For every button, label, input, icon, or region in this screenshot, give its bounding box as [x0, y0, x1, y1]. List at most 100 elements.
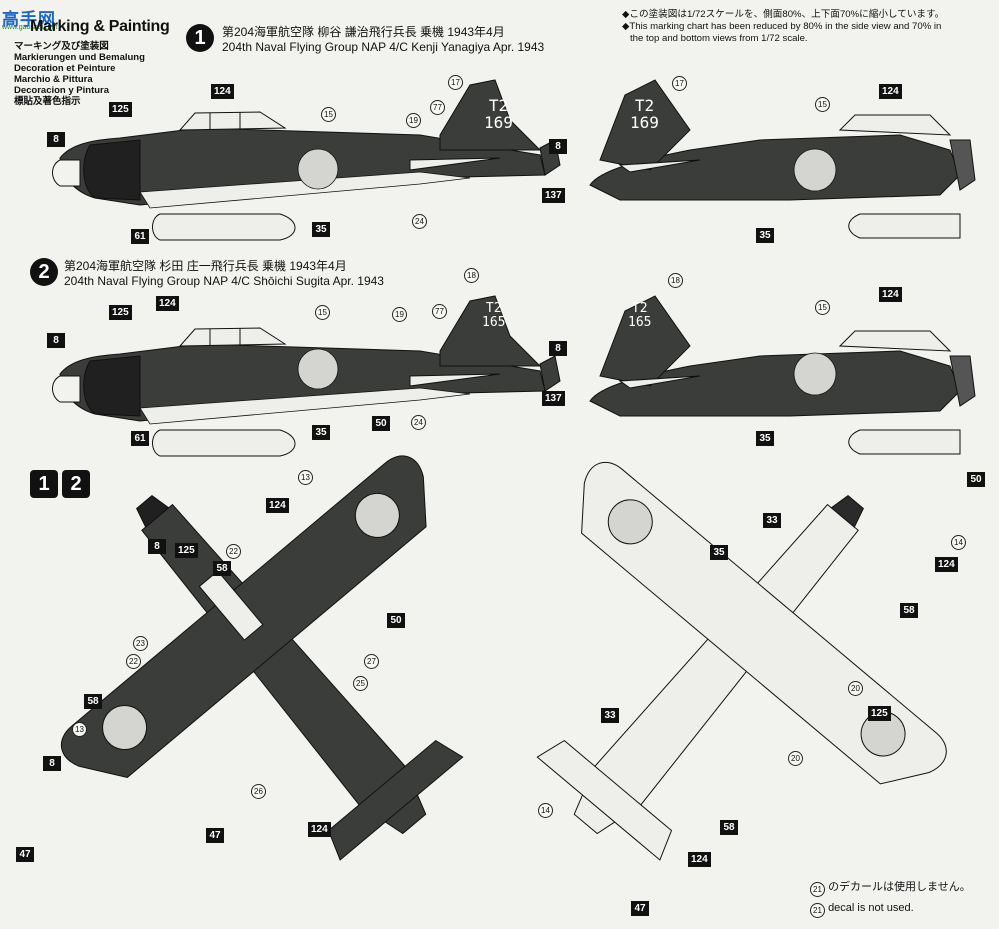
tail-code-line: T2 [634, 96, 655, 115]
decal-27: 27 [364, 654, 379, 669]
page-title: Marking & Painting [30, 18, 170, 35]
callout-125: 125 [868, 706, 891, 721]
callout-124: 124 [935, 557, 958, 572]
decal-22: 22 [126, 654, 141, 669]
decal-13: 13 [298, 470, 313, 485]
tail-code-line: T2 [485, 301, 502, 316]
tail-code-line: 169 [484, 113, 513, 132]
scheme-1-badge: 1 [186, 24, 214, 52]
callout-124: 124 [688, 852, 711, 867]
scheme-1-tail-code-left: T2 169 [484, 97, 513, 131]
callout-8: 8 [47, 333, 65, 348]
scheme-1-left-side-view [52, 79, 561, 241]
callout-47: 47 [206, 828, 224, 843]
callout-47: 47 [631, 901, 649, 916]
scheme-2-tail-code-right: T2 165 [628, 302, 651, 330]
decal-19: 19 [406, 113, 421, 128]
decal-19: 19 [392, 307, 407, 322]
scale-notes: ◆この塗装図は1/72スケールを、側面80%、上下面70%に縮小しています。 ◆… [622, 9, 944, 45]
footnote-en: 21 decal is not used. [810, 900, 914, 918]
decal-21: 21 [810, 882, 825, 897]
callout-50: 50 [372, 416, 390, 431]
decal-77: 77 [432, 304, 447, 319]
scheme-2-left-side-view [52, 295, 561, 457]
language-item: Decoracion y Pintura [14, 85, 110, 96]
callout-8: 8 [43, 756, 61, 771]
decal-15: 15 [815, 300, 830, 315]
decal-15: 15 [815, 97, 830, 112]
decal-22: 22 [226, 544, 241, 559]
callout-125: 125 [175, 543, 198, 558]
scheme-2-right-side-view [589, 295, 976, 455]
scheme-2-title-en: 204th Naval Flying Group NAP 4/C Shōichi… [64, 274, 384, 288]
callout-8: 8 [148, 539, 166, 554]
decal-26: 26 [251, 784, 266, 799]
callout-35: 35 [710, 545, 728, 560]
top-view [61, 455, 464, 861]
plan-badge-2: 2 [62, 470, 90, 498]
scheme-1-title-en: 204th Naval Flying Group NAP 4/C Kenji Y… [222, 40, 545, 54]
scheme-2-tail-code-left: T2 165 [482, 302, 505, 330]
callout-8: 8 [549, 341, 567, 356]
callout-35: 35 [756, 431, 774, 446]
tail-code-line: T2 [488, 96, 509, 115]
callout-124: 124 [879, 84, 902, 99]
bottom-view [536, 461, 947, 861]
decal-25: 25 [353, 676, 368, 691]
callout-58: 58 [84, 694, 102, 709]
scheme-2-title-jp: 第204海軍航空隊 杉田 庄一飛行兵長 乗機 1943年4月 [64, 259, 347, 273]
callout-35: 35 [312, 425, 330, 440]
decal-15: 15 [321, 107, 336, 122]
decal-23: 23 [133, 636, 148, 651]
watermark-url: www.gaoshou.net [2, 24, 58, 31]
watermark-logo: 高手网 [2, 10, 56, 29]
language-item: Markierungen und Bemalung [14, 52, 145, 63]
callout-50: 50 [387, 613, 405, 628]
callout-58: 58 [900, 603, 918, 618]
callout-50: 50 [967, 472, 985, 487]
decal-18: 18 [464, 268, 479, 283]
tail-code-line: 165 [628, 315, 652, 330]
language-item: マーキング及び塗装図 [14, 41, 109, 52]
scheme-1-tail-code-right: T2 169 [630, 97, 659, 131]
decal-15: 15 [315, 305, 330, 320]
language-item: 標貼及著色指示 [14, 96, 81, 107]
decal-24: 24 [412, 214, 427, 229]
scheme-2-badge: 2 [30, 258, 58, 286]
note-en: ◆This marking chart has been reduced by … [622, 21, 942, 32]
callout-137: 137 [542, 391, 565, 406]
footnote-jp: 21 のデカールは使用しません。 [810, 879, 971, 897]
callout-125: 125 [109, 305, 132, 320]
decal-17: 17 [448, 75, 463, 90]
callout-8: 8 [549, 139, 567, 154]
callout-33: 33 [601, 708, 619, 723]
callout-137: 137 [542, 188, 565, 203]
callout-124: 124 [308, 822, 331, 837]
decal-77: 77 [430, 100, 445, 115]
language-list: マーキング及び塗装図 Markierungen und Bemalung Dec… [14, 41, 145, 107]
decal-18: 18 [668, 273, 683, 288]
scheme-1-title-jp: 第204海軍航空隊 柳谷 謙治飛行兵長 乗機 1943年4月 [222, 25, 505, 39]
decal-24: 24 [411, 415, 426, 430]
callout-35: 35 [756, 228, 774, 243]
plan-badge-1: 1 [30, 470, 58, 498]
language-item: Marchio & Pittura [14, 74, 93, 85]
decal-14: 14 [538, 803, 553, 818]
tail-code-line: T2 [631, 301, 648, 316]
callout-125: 125 [109, 102, 132, 117]
decal-20: 20 [848, 681, 863, 696]
callout-124: 124 [266, 498, 289, 513]
note-jp: ◆この塗装図は1/72スケールを、側面80%、上下面70%に縮小しています。 [622, 9, 945, 20]
decal-13: 13 [72, 722, 87, 737]
language-item: Decoration et Peinture [14, 63, 116, 74]
callout-58: 58 [213, 561, 231, 576]
decal-17: 17 [672, 76, 687, 91]
callout-47: 47 [16, 847, 34, 862]
callout-124: 124 [211, 84, 234, 99]
decal-20: 20 [788, 751, 803, 766]
scheme-1-right-side-view [589, 79, 976, 239]
callout-61: 61 [131, 431, 149, 446]
decal-14: 14 [951, 535, 966, 550]
callout-8: 8 [47, 132, 65, 147]
